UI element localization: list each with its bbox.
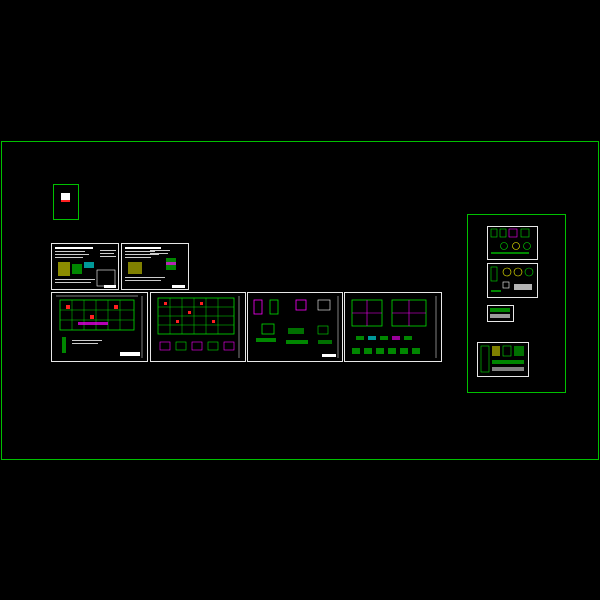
plan-sheet-icon (157, 296, 240, 358)
detail-sheet-icon (490, 308, 510, 318)
sheet-floor-plan-1[interactable] (51, 292, 148, 362)
side-sheet-2[interactable] (487, 263, 538, 298)
title-block-frame[interactable] (53, 184, 79, 220)
notes-sheet-icon (55, 247, 116, 288)
sheet-details[interactable] (247, 292, 343, 362)
outer-boundary-frame (1, 141, 599, 460)
side-sheet-1[interactable] (487, 226, 538, 260)
title-block-icon (61, 193, 70, 202)
detail-sheet-icon (480, 345, 524, 373)
detail-sheet-icon (490, 266, 534, 292)
plan-sheet-icon (351, 296, 437, 358)
notes-sheet-icon (125, 247, 185, 288)
plan-sheet-icon (56, 295, 143, 358)
side-sheets-frame[interactable] (467, 214, 566, 393)
detail-sheet-icon (490, 228, 531, 254)
detail-sheet-icon (253, 296, 339, 358)
